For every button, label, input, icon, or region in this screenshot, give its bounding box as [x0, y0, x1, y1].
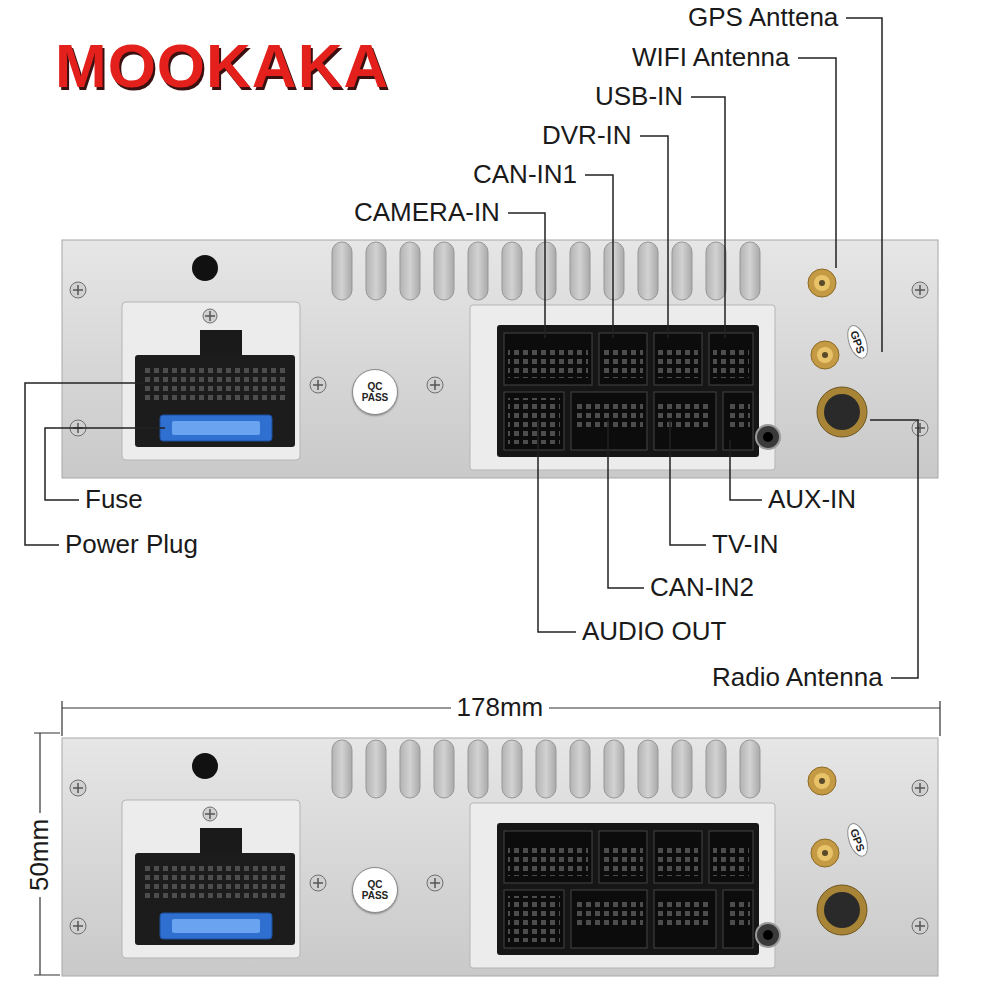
dimension-label: 178mm — [451, 693, 550, 723]
port-label: AUDIO OUT — [582, 617, 726, 647]
dimension-label: 50mm — [25, 813, 55, 897]
brand-text: MOOKAKA — [55, 31, 389, 100]
label-text: Fuse — [85, 484, 143, 514]
port-label: WIFI Antenna — [632, 43, 790, 73]
label-text: Radio Antenna — [712, 662, 883, 692]
qc-sticker: QC PASS — [352, 369, 398, 415]
port-label: Power Plug — [65, 530, 198, 560]
leader-line — [25, 383, 145, 545]
label-text: CAN-IN2 — [650, 572, 754, 602]
port-label: CAMERA-IN — [354, 198, 500, 228]
brand-logo: MOOKAKA — [55, 30, 389, 101]
node-text: QC PASS — [362, 879, 389, 901]
label-text: AUX-IN — [768, 484, 856, 514]
label-text: DVR-IN — [542, 120, 632, 150]
leader-line — [730, 440, 762, 500]
leader-line — [640, 136, 668, 338]
port-label: USB-IN — [595, 82, 683, 112]
rear-panel-bottom — [62, 738, 938, 976]
leader-line — [870, 420, 918, 678]
label-text: CAN-IN1 — [473, 159, 577, 189]
rear-panel-top — [62, 240, 938, 478]
label-text: TV-IN — [712, 529, 778, 559]
label-text: USB-IN — [595, 81, 683, 111]
dimension-lines — [34, 701, 940, 975]
port-label: GPS Anttena — [688, 3, 838, 33]
leader-line — [585, 175, 613, 338]
label-text: WIFI Antenna — [632, 42, 790, 72]
node-text: QC PASS — [362, 381, 389, 403]
label-text: CAMERA-IN — [354, 197, 500, 227]
leader-line — [670, 420, 706, 545]
port-label: CAN-IN2 — [650, 573, 754, 603]
qc-sticker: QC PASS — [352, 867, 398, 913]
port-label: Radio Antenna — [712, 663, 883, 693]
leader-line — [798, 58, 836, 268]
leader-line — [538, 420, 576, 632]
port-label: AUX-IN — [768, 485, 856, 515]
leader-line — [846, 18, 882, 352]
label-text: GPS Anttena — [688, 2, 838, 32]
leader-line — [608, 420, 644, 588]
port-label: Fuse — [85, 485, 143, 515]
leader-line — [508, 213, 545, 338]
leader-lines — [25, 18, 918, 678]
port-label: CAN-IN1 — [473, 160, 577, 190]
port-label: TV-IN — [712, 530, 778, 560]
leader-line — [691, 97, 725, 338]
port-label: DVR-IN — [542, 121, 632, 151]
label-text: AUDIO OUT — [582, 616, 726, 646]
label-text: 178mm — [457, 692, 544, 722]
label-text: Power Plug — [65, 529, 198, 559]
label-text: 50mm — [24, 819, 54, 891]
